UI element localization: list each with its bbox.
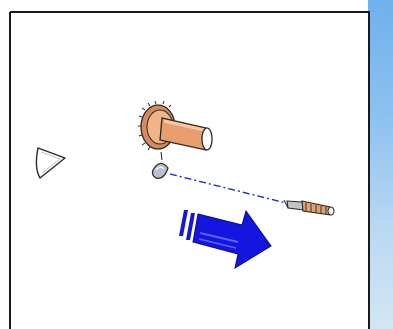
side-gradient-panel [368,0,393,329]
triangle-right-outline-icon[interactable] [35,147,66,179]
small-ball-part-icon [151,151,169,179]
pin-part-icon [283,199,335,216]
arrow-right-icon [179,209,272,270]
knob-assembly-icon [138,100,213,151]
connector-line [169,173,287,204]
